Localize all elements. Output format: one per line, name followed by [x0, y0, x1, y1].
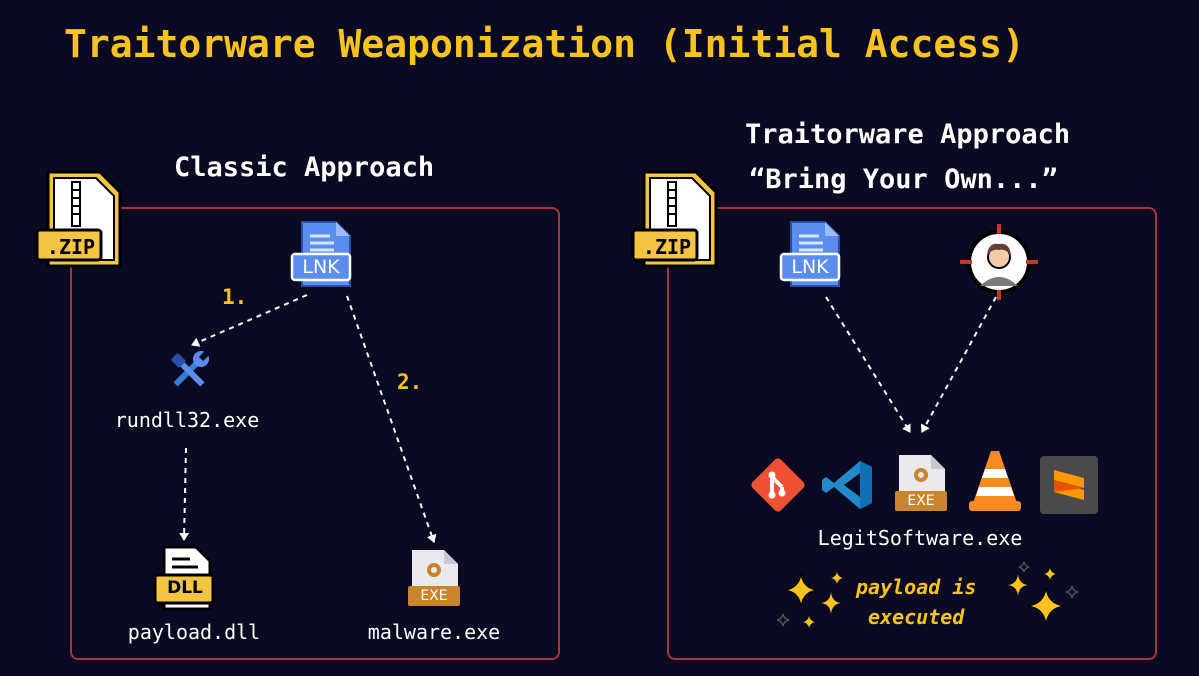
sparkles-icon-right [1008, 561, 1079, 625]
malware-exe-label: malware.exe [367, 620, 501, 644]
arrow-lnk-to-rundll [191, 294, 308, 347]
arrow-lnk-to-malware [346, 295, 437, 543]
traitorware-panel [667, 207, 1157, 660]
dll-file-icon [153, 545, 215, 611]
lnk-label-right: LNK [791, 256, 829, 278]
traitorware-heading-line1: Traitorware Approach [745, 119, 1071, 150]
page-title: Traitorware Weaponization (Initial Acces… [64, 22, 1025, 66]
step-2-label: 2. [397, 370, 423, 394]
payload-executed-line2: executed [868, 605, 965, 629]
arrow-lnk-to-legit [825, 296, 911, 433]
arrow-attacker-to-legit [920, 296, 997, 433]
payload-executed-line1: payload is [856, 575, 977, 599]
classic-panel [70, 207, 560, 660]
attacker-target-icon [960, 224, 1038, 300]
zip-label-right: .ZIP [642, 235, 692, 259]
tools-icon [171, 350, 210, 387]
sublime-text-icon [1040, 456, 1098, 514]
zip-label: .ZIP [46, 235, 96, 259]
git-icon [751, 458, 805, 512]
exe-file-icon [408, 550, 460, 606]
traitorware-heading-line2: “Bring Your Own...” [749, 164, 1058, 195]
lnk-file-icon [290, 221, 352, 287]
exe-file-icon-right [895, 455, 947, 511]
lnk-file-icon-right [779, 221, 841, 287]
payload-dll-label: payload.dll [127, 620, 261, 644]
zip-file-icon-right [631, 170, 718, 268]
classic-heading: Classic Approach [174, 152, 435, 183]
step-1-label: 1. [222, 285, 248, 309]
exe-badge: EXE [420, 588, 448, 604]
exe-badge-right: EXE [907, 493, 935, 509]
zip-file-icon [35, 170, 122, 268]
lnk-label: LNK [302, 256, 340, 278]
vlc-icon [969, 451, 1021, 511]
arrow-rundll-to-dll [179, 447, 190, 541]
sparkles-icon-left [776, 572, 843, 628]
dll-badge: DLL [167, 578, 203, 598]
vscode-icon [822, 461, 872, 509]
legit-software-label: LegitSoftware.exe [817, 526, 1023, 550]
rundll32-label: rundll32.exe [114, 408, 260, 432]
